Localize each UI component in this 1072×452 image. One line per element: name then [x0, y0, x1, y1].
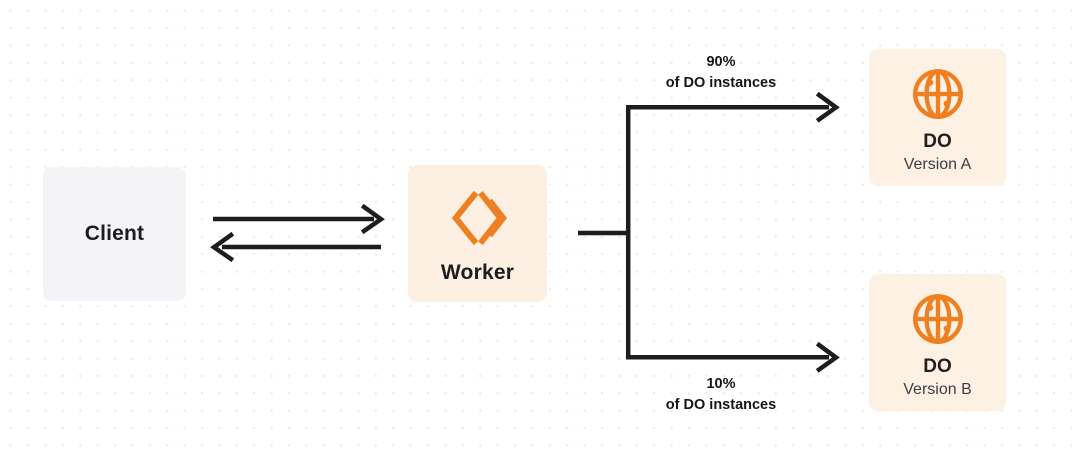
node-do-a-label: DO — [923, 130, 952, 152]
edge-label-do-b: 10% of DO instances — [616, 374, 826, 415]
durable-object-globe-icon — [910, 66, 966, 122]
node-client[interactable]: Client — [43, 167, 186, 301]
node-worker[interactable]: Worker — [408, 165, 547, 302]
durable-object-globe-icon — [910, 291, 966, 347]
edge-label-do-a-percent: 90% — [706, 54, 736, 70]
node-do-b-version: Version B — [903, 380, 972, 398]
edge-label-do-b-caption: of DO instances — [665, 396, 777, 413]
edge-label-do-a-caption: of DO instances — [665, 74, 777, 91]
edge-label-do-b-percent: 10% — [706, 376, 736, 392]
edge-branch-trunk — [578, 106, 631, 359]
node-do-b-label: DO — [923, 355, 952, 377]
edge-label-do-a: 90% of DO instances — [616, 52, 826, 93]
node-do-version-a[interactable]: DO Version A — [869, 49, 1006, 186]
edge-client-to-worker — [213, 203, 385, 235]
node-do-version-b[interactable]: DO Version B — [869, 274, 1006, 411]
node-client-label: Client — [84, 222, 145, 245]
edge-worker-to-do-a — [626, 91, 840, 123]
edge-worker-to-client — [210, 231, 381, 263]
node-worker-label: Worker — [440, 260, 515, 284]
cloudflare-workers-icon — [447, 187, 509, 249]
node-do-a-version: Version A — [903, 155, 972, 173]
edge-worker-to-do-b — [626, 341, 840, 373]
